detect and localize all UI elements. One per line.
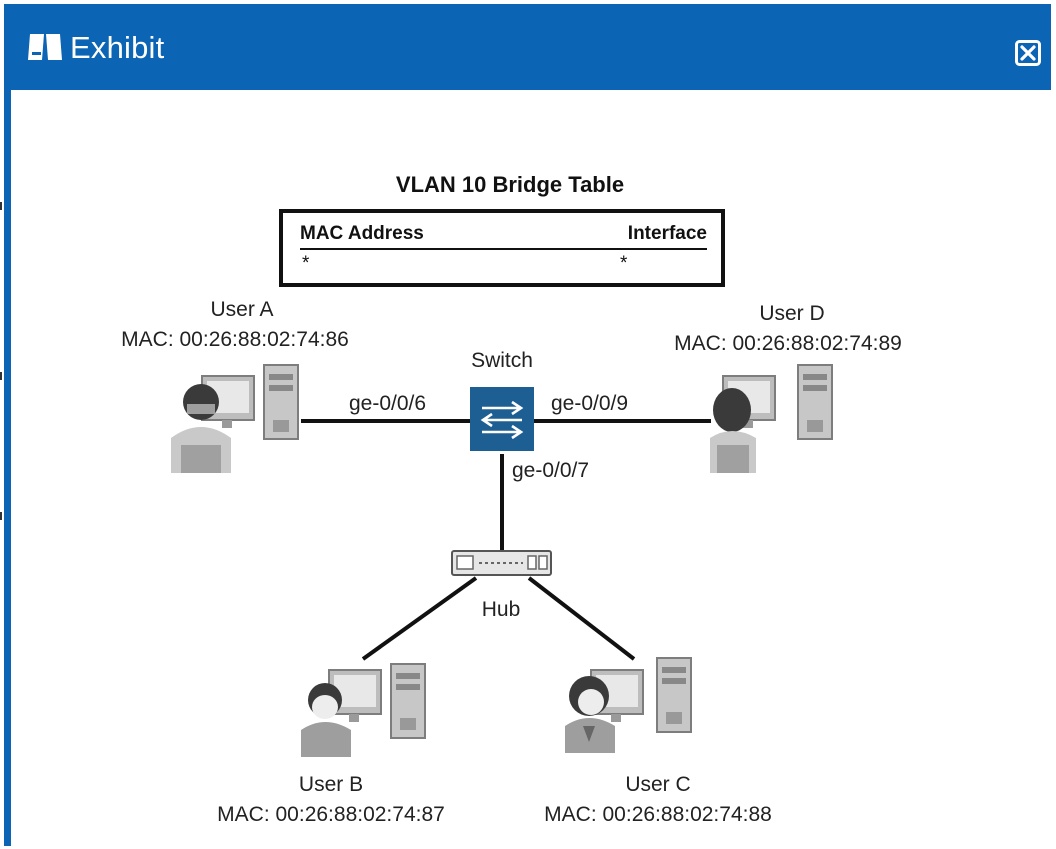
user-a-mac: MAC: 00:26:88:02:74:86 bbox=[121, 328, 349, 351]
table-cell-interface: * bbox=[620, 253, 628, 274]
bridge-table: MAC Address Interface * * bbox=[279, 209, 725, 287]
column-header-interface: Interface bbox=[627, 223, 707, 244]
user-b-name: User B bbox=[298, 773, 364, 796]
user-a-workstation-icon bbox=[171, 364, 299, 473]
close-icon[interactable] bbox=[1015, 40, 1041, 66]
user-d-workstation-icon bbox=[710, 364, 833, 473]
column-header-mac: MAC Address bbox=[300, 223, 424, 244]
edge-mark bbox=[0, 202, 2, 210]
switch-label: Switch bbox=[471, 349, 533, 372]
edge-mark bbox=[0, 512, 2, 520]
edge-mark bbox=[0, 372, 2, 380]
network-diagram bbox=[171, 364, 833, 757]
user-a-name: User A bbox=[210, 298, 274, 321]
header-divider bbox=[300, 248, 707, 250]
hub-icon bbox=[451, 550, 552, 576]
hub-label: Hub bbox=[481, 598, 521, 621]
exhibit-content: VLAN 10 Bridge Table MAC Address Interfa… bbox=[11, 90, 1051, 846]
user-d-mac: MAC: 00:26:88:02:74:89 bbox=[674, 332, 902, 355]
port-label-ge-0-0-6: ge-0/0/6 bbox=[349, 392, 427, 415]
user-b-workstation-icon bbox=[301, 663, 426, 757]
port-label-ge-0-0-9: ge-0/0/9 bbox=[551, 392, 629, 415]
user-c-workstation-icon bbox=[565, 657, 692, 753]
user-c-mac: MAC: 00:26:88:02:74:88 bbox=[544, 803, 772, 826]
window-title: Exhibit bbox=[70, 30, 165, 65]
user-c-name: User C bbox=[625, 773, 691, 796]
link-line-user-c bbox=[527, 576, 636, 661]
port-label-ge-0-0-7: ge-0/0/7 bbox=[512, 459, 590, 482]
exhibit-window: Exhibit bbox=[4, 4, 1051, 846]
switch-icon bbox=[470, 387, 534, 451]
table-cell-mac: * bbox=[302, 253, 310, 274]
title-bar: Exhibit bbox=[4, 4, 1051, 86]
user-d-name: User D bbox=[759, 302, 825, 325]
user-b-mac: MAC: 00:26:88:02:74:87 bbox=[217, 803, 445, 826]
exhibit-book-icon bbox=[28, 34, 62, 60]
bridge-table-title: VLAN 10 Bridge Table bbox=[395, 172, 625, 197]
link-line-user-b bbox=[361, 576, 478, 661]
